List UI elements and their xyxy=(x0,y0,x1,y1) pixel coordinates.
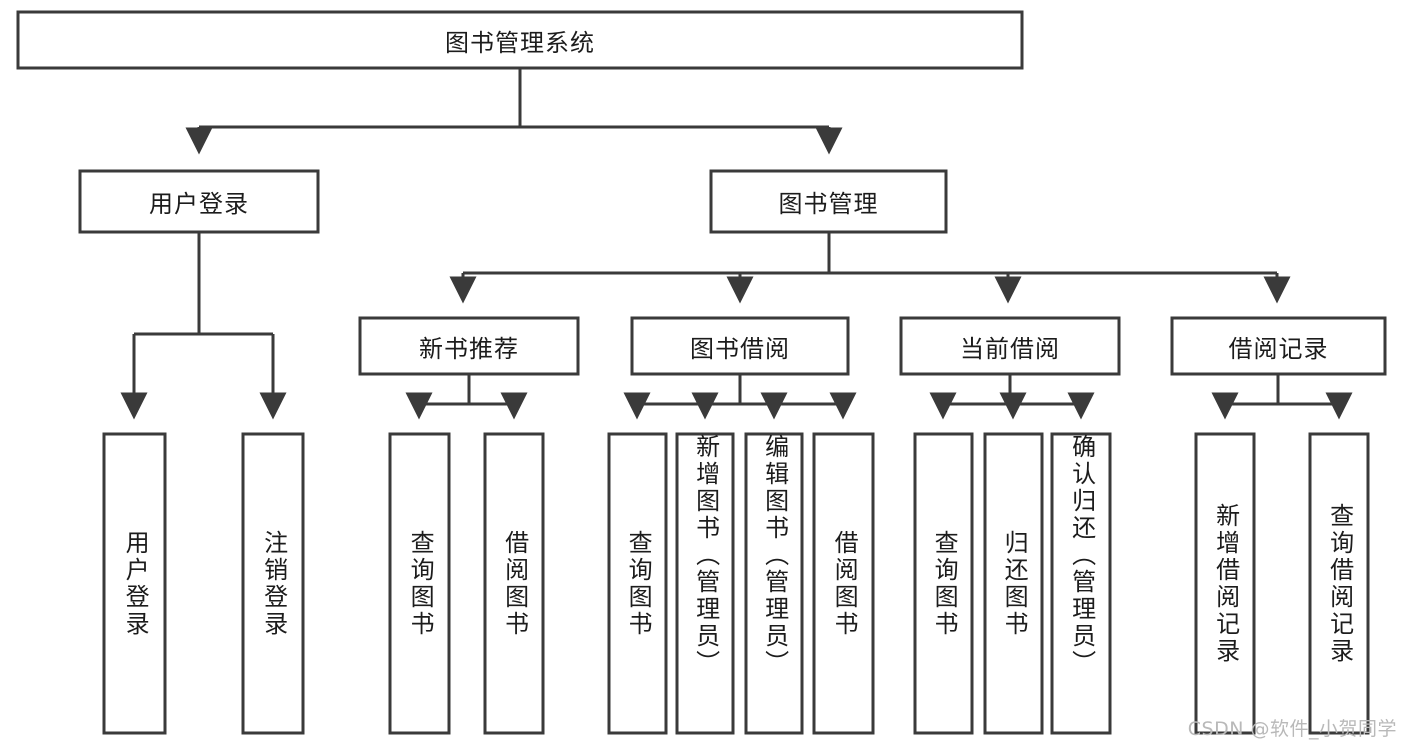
node-leaf-edit-book-box[interactable] xyxy=(744,432,804,735)
node-leaf-logout-box[interactable] xyxy=(241,432,305,735)
node-leaf-add-book-box[interactable] xyxy=(675,432,735,735)
node-leaf-user-login-box[interactable] xyxy=(102,432,167,735)
node-user-login-box[interactable] xyxy=(78,169,320,234)
node-leaf-borrow-book-1-box[interactable] xyxy=(483,432,545,735)
node-book-manage-box[interactable] xyxy=(709,169,948,234)
node-root-box[interactable] xyxy=(16,10,1024,70)
node-leaf-query-book-1-box[interactable] xyxy=(388,432,451,735)
node-leaf-query-book-2-box[interactable] xyxy=(607,432,668,735)
node-leaf-confirm-return-box[interactable] xyxy=(1050,432,1112,735)
node-current-borrow-box[interactable] xyxy=(899,316,1121,376)
node-leaf-query-record-box[interactable] xyxy=(1308,432,1370,735)
node-leaf-add-record-box[interactable] xyxy=(1194,432,1256,735)
node-book-borrow-box[interactable] xyxy=(630,316,850,376)
node-borrow-record-box[interactable] xyxy=(1170,316,1387,376)
node-leaf-borrow-book-2-box[interactable] xyxy=(812,432,875,735)
node-leaf-query-book-3-box[interactable] xyxy=(913,432,974,735)
watermark-text: CSDN @软件_小贺同学 xyxy=(1187,718,1397,740)
node-new-book-recommend-box[interactable] xyxy=(358,316,580,376)
node-leaf-return-book-box[interactable] xyxy=(983,432,1044,735)
